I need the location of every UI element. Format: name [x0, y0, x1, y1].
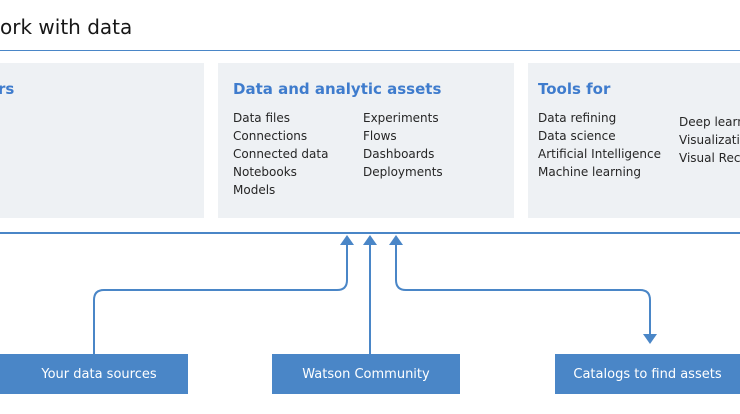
asset-item: Dashboards	[363, 147, 435, 161]
asset-item: Data files	[233, 111, 290, 125]
arrowhead-up-icon	[340, 235, 354, 245]
watson-community-box: Watson Community	[272, 354, 460, 394]
panel-left-title: rs	[0, 80, 15, 98]
diagram-heading: ork with data	[0, 15, 133, 39]
arrowhead-up-icon	[363, 235, 377, 245]
asset-item: Connections	[233, 129, 308, 143]
panel-data-and-analytic-assets: Data and analytic assets Data files Conn…	[218, 63, 514, 218]
assets-column-2: Experiments Flows Dashboards Deployments	[363, 109, 443, 181]
asset-item: Deployments	[363, 165, 443, 179]
panel-tools-for: Tools for Data refining Data science Art…	[528, 63, 740, 218]
arrowhead-down-icon	[643, 334, 657, 344]
arrowhead-up-icon	[389, 235, 403, 245]
tool-item: Deep learni	[679, 115, 740, 129]
tools-column-1: Data refining Data science Artificial In…	[538, 109, 661, 181]
frame-top-line	[0, 50, 740, 51]
watson-community-label: Watson Community	[302, 366, 430, 382]
catalogs-label: Catalogs to find assets	[573, 366, 722, 382]
tools-column-2: Deep learni Visualizati Visual Reco	[679, 113, 740, 167]
catalogs-connector	[395, 244, 651, 334]
catalogs-box: Catalogs to find assets	[555, 354, 740, 394]
tool-item: Machine learning	[538, 165, 642, 179]
panel-mid-title: Data and analytic assets	[233, 80, 442, 98]
frame-bottom-line	[0, 232, 740, 234]
tool-item: Data science	[538, 129, 616, 143]
tool-item: Data refining	[538, 111, 617, 125]
asset-item: Flows	[363, 129, 397, 143]
asset-item: Models	[233, 183, 276, 197]
asset-item: Connected data	[233, 147, 329, 161]
assets-column-1: Data files Connections Connected data No…	[233, 109, 328, 199]
tool-item: Visual Reco	[679, 151, 740, 165]
tool-item: Artificial Intelligence	[538, 147, 661, 161]
panel-left: rs	[0, 63, 204, 218]
data-sources-connector	[93, 244, 348, 354]
your-data-sources-box: Your data sources	[0, 354, 188, 394]
asset-item: Notebooks	[233, 165, 297, 179]
panel-right-title: Tools for	[538, 80, 611, 98]
asset-item: Experiments	[363, 111, 439, 125]
tool-item: Visualizati	[679, 133, 740, 147]
your-data-sources-label: Your data sources	[41, 366, 157, 382]
